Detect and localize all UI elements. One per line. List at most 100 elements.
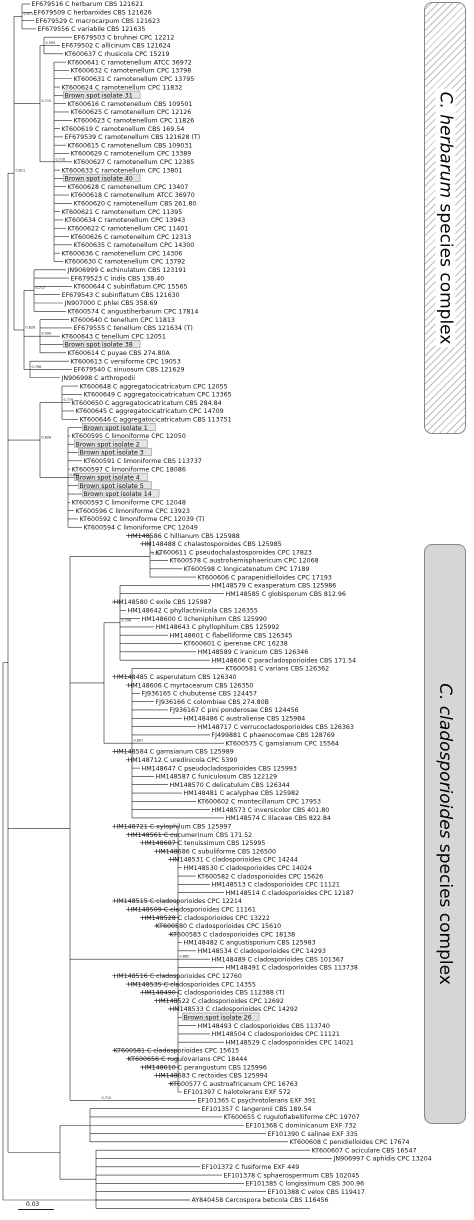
taxon-label: EF101372 C fusiforme EXF 449 [202,1164,300,1171]
support-value: 0.885 [180,955,190,959]
support-value: 0.882 [70,473,80,477]
support-value: 0.993 [46,41,56,45]
taxon-label: HM148488 C chalastosporoides CBS 125985 [142,541,282,548]
taxon-label: HM148490 C cladosporioides CBS 112388 (T… [142,990,285,997]
taxon-label: JN906999 C echinulatum CBS 123191 [67,267,187,274]
taxon-label: KT600606 C parapenidielloides CPC 17193 [198,574,332,581]
taxon-label: KT600611 C pseudochalastosporoides CPC 1… [156,549,312,556]
isolate-label: Brown spot isolate 40 [65,176,133,183]
taxon-label: EF679523 C iridis CBS 138.40 [71,275,165,282]
isolate-highlight-box [74,439,148,448]
taxon-label: HM148529 C cladosporioides CPC 14021 [226,1039,354,1046]
taxon-label: EF679556 C variabile CBS 121635 [38,26,146,33]
taxon-label: KT600608 C penidielloides CPC 17674 [290,1139,410,1146]
clade-label-herbarum: C. herbarum species complex [435,88,456,348]
taxon-label: KT600602 C montecillanum CPC 17953 [198,799,322,806]
taxon-label: KT600656 C rugulovarians CPC 18444 [128,1056,248,1063]
taxon-label: KT600614 C puyae CBS 274.80A [68,350,171,357]
taxon-label: KT600632 C ramotenellum CPC 13798 [71,68,192,75]
taxon-label: HM148489 C cladosporioides CBS 101367 [212,956,344,963]
taxon-label: HM148600 C licheniphilum CBS 125990 [142,616,267,623]
taxon-label: HM148683 C rectoides CBS 125994 [156,1073,268,1080]
taxon-label: HM148647 C pseudocladosporioides CBS 125… [142,765,297,772]
taxon-label: HM148606 C myrtacearum CBS 126350 [128,682,254,689]
isolate-label: Brown spot isolate 26 [184,1014,252,1021]
taxon-label: KT600641 C ramotenellum ATCC 36972 [68,59,192,66]
taxon-label: KT600631 C ramotenellum CPC 13795 [74,76,195,83]
taxon-label: KT600607 C aciculare CBS 16547 [312,1147,417,1154]
taxon-label: HM148584 C gamsianum CBS 125989 [114,749,234,756]
taxon-label: KT600619 C ramotenellum CBS 169.54 [62,126,185,133]
isolate-highlight-box [82,489,160,498]
support-value: 0.798 [32,365,42,369]
taxon-label: HM148585 C globisporum CBS 812.96 [226,591,346,598]
isolate-label: Brown spot isolate 4 [76,475,140,482]
taxon-label: HM148531 C cladosporioides CPC 14244 [170,857,298,864]
taxon-label: HM148717 C verrucocladosporioides CBS 12… [198,724,354,731]
taxon-label: EF679503 C bruhnei CPC 12212 [74,34,175,41]
taxon-label: AY840458 Cercospora beticola CBS 116456 [192,1197,329,1204]
taxon-label: HM148534 C cladosporioides CPC 14293 [198,948,326,955]
isolate-label: Brown spot isolate 14 [84,491,152,498]
taxon-label: KT600615 C ramotenellum CBS 109031 [68,142,193,149]
taxon-label: KT600593 C limoniforme CPC 12048 [72,500,186,507]
isolate-highlight-box [82,423,156,431]
taxon-label: KT600645 C aggregatocicatricatum CPC 147… [76,408,224,415]
taxon-label: HM148533 C cladosporioides CPC 14292 [170,1006,298,1013]
isolate-label: Brown spot isolate 2 [76,441,140,448]
taxon-label: KT600621 C ramotenellum CPC 11395 [62,209,183,216]
support-value: 0.779 [64,398,74,402]
taxon-label: HM148643 C phyllophilum CBS 125992 [156,624,280,631]
taxon-label: HM148721 C xylophilum CBS 125997 [114,823,232,830]
taxon-label: HM148687 C tenuissimum CBS 125995 [142,840,266,847]
taxon-label: KT600598 C longicatenatum CPC 17189 [184,566,310,573]
taxon-label: KT600601 C iperenae CPC 16238 [184,641,288,648]
support-value: 0.715 [42,99,52,103]
taxon-label: HM148530 C cladosporioides CPC 14024 [184,865,312,872]
taxon-label: KT600643 C tenellum CPC 12051 [62,333,166,340]
taxon-label: EF679516 C herbarum CBS 121621 [32,1,144,8]
taxon-label: HM148573 C inversicolor CBS 401.80 [212,807,330,814]
support-value: 0.702 [152,552,162,556]
scale-bar-label: 0.03 [26,1201,40,1208]
isolate-label: Brown spot isolate 5 [80,483,144,490]
taxon-label: HM148642 C phyllactiniicola CBS 126355 [128,608,258,615]
isolate-highlight-box [63,90,141,99]
taxon-label: EF101357 C langeronii CBS 189.54 [202,1106,312,1113]
taxon-label: KT600630 C ramotenellum CPC 13792 [65,259,186,266]
taxon-label: KT600583 C cladosporioides CPC 18138 [170,931,296,938]
taxon-label: JN906998 C arthropodii [61,375,136,382]
taxon-label: EF679543 C subinflatum CBS 121630 [62,292,180,299]
taxon-label: KT600622 C ramotenellum CPC 11401 [68,225,189,232]
taxon-label: KT600580 C cladosporioides CPC 15610 [156,923,282,930]
taxon-label: HM148528 C cladosporioides CPC 13222 [142,915,270,922]
taxon-label: KT600625 C ramotenellum CPC 12126 [71,109,192,116]
isolate-label: Brown spot isolate 3 [80,450,144,457]
taxon-label: HM148561 C cucumerinum CBS 171.52 [128,832,253,839]
taxon-label: KT600618 C ramotenellum ATCC 36970 [71,192,195,199]
taxon-label: KT600620 C ramotenellum CBS 261.80 [74,201,197,208]
support-value: 0.811 [16,169,26,173]
support-value: 0.718 [56,157,66,161]
support-value: 0.999 [42,332,52,336]
taxon-label: KT600581 C varians CBS 126362 [226,666,330,673]
taxon-label: EF101388 C velox CBS 119417 [268,1189,365,1196]
isolate-label: Brown spot isolate 31 [65,93,133,100]
taxon-label: KT600597 C limoniforme CPC 18086 [72,466,186,473]
taxon-label: HM148481 C acalyphae CBS 125982 [184,790,300,797]
taxon-label: HM148485 C asperulatum CBS 126340 [114,674,237,681]
taxon-label: KT600574 C angustiherbarum CPC 17814 [68,309,199,316]
isolate-highlight-box [63,173,141,182]
taxon-label: KT600575 C gamsianum CPC 15564 [226,740,340,747]
taxon-label: HM148606 C paracladosporioides CBS 171.5… [212,657,357,664]
isolate-highlights [63,90,260,1021]
taxon-label: EF679540 C sinuosum CBS 121629 [74,367,185,374]
support-value: 0.826 [26,325,36,329]
isolate-highlight-box [182,1012,260,1021]
support-value: 0.971 [24,12,34,16]
clade-panel-cladosporioides: C. cladosporioides species complex [424,544,466,1124]
clade-label-cladosporioides: C. cladosporioides species complex [435,680,456,988]
taxon-label: KT600629 C ramotenellum CPC 13389 [71,151,192,158]
taxon-label: HM148513 C cladosporioides CPC 11121 [212,882,340,889]
taxon-label: KT600635 C ramotenellum CPC 14300 [74,242,195,249]
